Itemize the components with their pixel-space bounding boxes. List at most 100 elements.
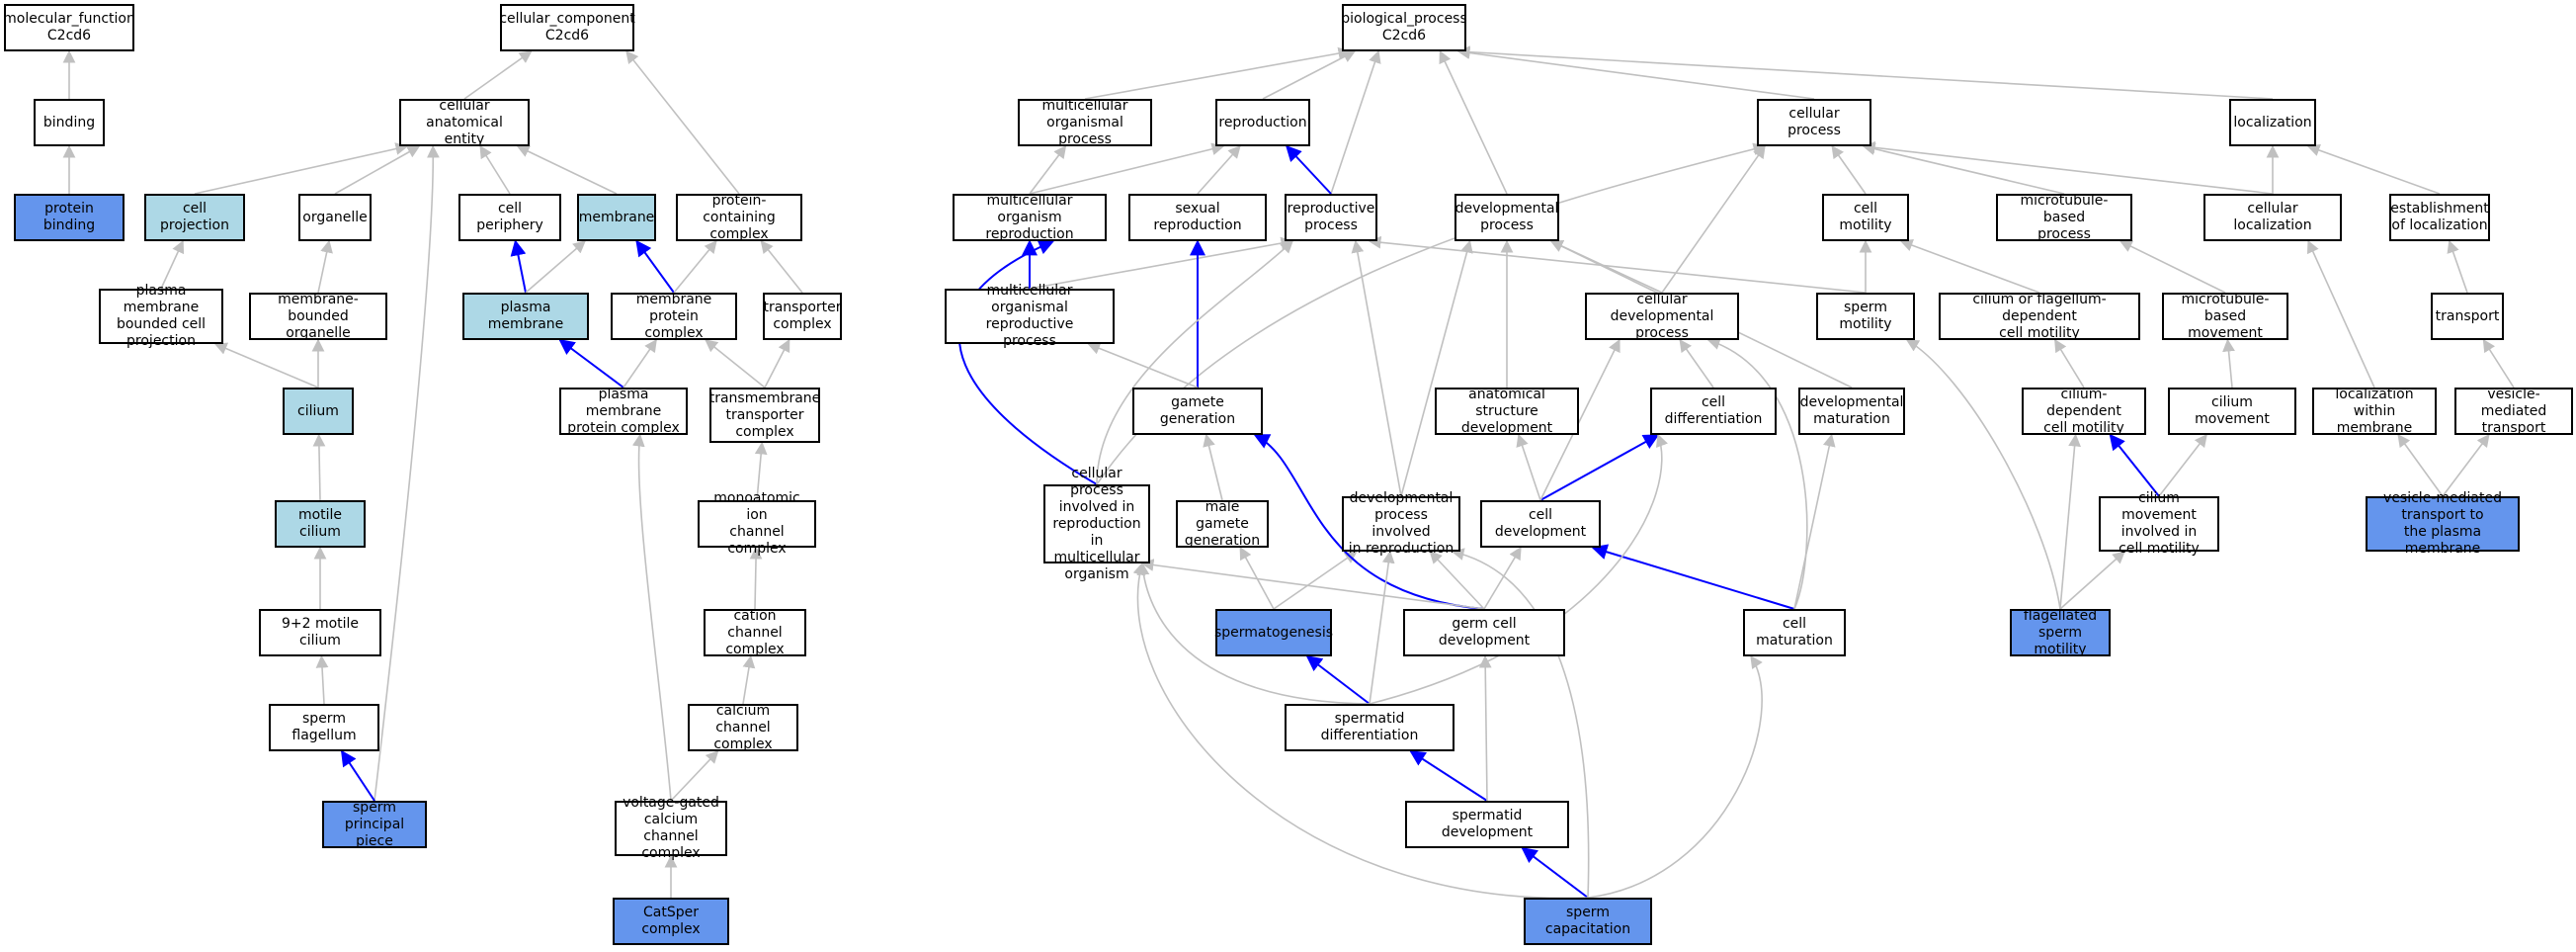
edge-microtubule_based_movement-to-microtubule_based_process [2119, 240, 2226, 294]
edge-germ_cell_development-to-gamete_generation [1253, 434, 1485, 610]
node-transporter-complex[interactable]: transporter complex [763, 293, 842, 340]
edge-sexual_reproduction-to-reproduction [1197, 145, 1241, 195]
edge-pm_protein_complex-to-plasma_membrane [558, 339, 624, 389]
node-motile-cilium[interactable]: motile cilium [275, 500, 366, 548]
node-cellular-component-root[interactable]: cellular_component C2cd6 [499, 4, 635, 51]
edge-cellular_developmental_process-to-cellular_process [1661, 144, 1766, 294]
node-microtubule-based-process[interactable]: microtubule-based process [1996, 193, 2132, 242]
node-cellular-anatomical-entity[interactable]: cellular anatomical entity [399, 98, 530, 147]
edge-vesicle_mediated_transport-to-transport [2482, 338, 2515, 389]
node-spermatid-development[interactable]: spermatid development [1405, 801, 1569, 848]
node-cell-development[interactable]: cell development [1480, 500, 1601, 548]
edge-cell_development-to-cellular_developmental_process [1539, 338, 1620, 501]
node-reproduction[interactable]: reproduction [1215, 99, 1310, 146]
node-protein-containing-complex[interactable]: protein-containing complex [676, 193, 802, 242]
edge-cellular_localization-to-cellular_process [1862, 140, 2274, 195]
node-developmental-maturation[interactable]: developmental maturation [1798, 388, 1905, 435]
edge-cilium_movement-to-microtubule_based_movement [2222, 338, 2235, 389]
node-protein-binding[interactable]: protein binding [14, 194, 125, 241]
node-sperm-capacitation[interactable]: sperm capacitation [1524, 898, 1652, 945]
edge-cell_maturation-to-developmental_maturation [1793, 433, 1836, 610]
node-cilium-or-flagellum-dependent-cell-motility[interactable]: cilium or flagellum-dependent cell motil… [1939, 292, 2140, 341]
node-plasma-membrane-bounded-cell-projection[interactable]: plasma membrane bounded cell projection [99, 283, 223, 349]
node-transport[interactable]: transport [2431, 293, 2504, 340]
edge-spermatid_differentiation-to-cell_differentiation [1369, 433, 1668, 705]
edge-protein_containing_complex-to-cc_root [625, 49, 740, 195]
node-sperm-motility[interactable]: sperm motility [1816, 293, 1915, 340]
node-calcium-channel-complex[interactable]: calcium channel complex [688, 703, 798, 752]
node-microtubule-based-movement[interactable]: microtubule-based movement [2162, 292, 2288, 341]
node-germ-cell-development[interactable]: germ cell development [1403, 609, 1565, 656]
node-male-gamete-generation[interactable]: male gamete generation [1176, 499, 1269, 549]
node-catsper-complex[interactable]: CatSper complex [613, 898, 729, 945]
node-cell-motility[interactable]: cell motility [1822, 194, 1909, 241]
edge-monoatomic_ion_channel_complex-to-tm_transporter_complex [754, 441, 768, 501]
edge-developmental_process_in_reproduction-to-developmental_process [1400, 239, 1473, 497]
node-developmental-process-involved-in-reproduction[interactable]: developmental process involved in reprod… [1342, 490, 1460, 557]
node-cellular-process[interactable]: cellular process [1757, 99, 1871, 146]
node-9-2-motile-cilium[interactable]: 9+2 motile cilium [259, 609, 381, 656]
node-localization-within-membrane[interactable]: localization within membrane [2312, 387, 2437, 436]
node-cell-periphery[interactable]: cell periphery [458, 194, 561, 241]
node-establishment-of-localization[interactable]: establishment of localization [2389, 194, 2490, 241]
edge-male_gamete_generation-to-gamete_generation [1203, 433, 1223, 501]
node-gamete-generation[interactable]: gamete generation [1132, 388, 1263, 435]
node-developmental-process[interactable]: developmental process [1454, 194, 1559, 241]
node-plasma-membrane[interactable]: plasma membrane [462, 293, 589, 340]
edge-cell_maturation-to-cell_development [1591, 544, 1795, 610]
node-membrane-bounded-organelle[interactable]: membrane-bounded organelle [249, 292, 387, 341]
edge-flagellated_sperm_motility-to-cilium_movement_in_cell_motility [2059, 551, 2125, 610]
node-cellular-process-involved-in-reproduction-in-multicellular-organism[interactable]: cellular process involved in reproductio… [1043, 466, 1150, 582]
node-multicellular-organismal-reproductive-process[interactable]: multicellular organismal reproductive pr… [945, 283, 1115, 349]
node-sperm-principal-piece[interactable]: sperm principal piece [322, 800, 427, 849]
node-biological-process-root[interactable]: biological_process C2cd6 [1341, 4, 1467, 51]
node-sexual-reproduction[interactable]: sexual reproduction [1128, 194, 1267, 241]
node-multicellular-organismal-process[interactable]: multicellular organismal process [1018, 98, 1152, 147]
edge-plasma_membrane-to-membrane [525, 240, 586, 294]
node-membrane-protein-complex[interactable]: membrane protein complex [611, 292, 737, 341]
edge-cellular_process-to-bp_root [1456, 46, 1815, 100]
node-spermatogenesis[interactable]: spermatogenesis [1214, 609, 1333, 656]
node-cilium-dependent-cell-motility[interactable]: cilium-dependent cell motility [2022, 387, 2146, 436]
node-plasma-membrane-protein-complex[interactable]: plasma membrane protein complex [559, 387, 688, 436]
node-molecular-function-root[interactable]: molecular_function C2cd6 [3, 4, 135, 51]
node-vesicle-mediated-transport[interactable]: vesicle-mediated transport [2454, 387, 2573, 436]
edge-transporter_complex-to-protein_containing_complex [760, 240, 803, 294]
node-multicellular-organism-reproduction[interactable]: multicellular organism reproduction [953, 193, 1107, 242]
node-localization[interactable]: localization [2229, 99, 2316, 146]
edge-reproductive_process-to-reproduction [1286, 144, 1332, 195]
edge-localization-to-bp_root [1456, 45, 2274, 100]
node-organelle[interactable]: organelle [298, 194, 372, 241]
edge-membrane_protein_complex-to-membrane [635, 239, 675, 294]
node-cation-channel-complex[interactable]: cation channel complex [704, 608, 806, 657]
node-flagellated-sperm-motility[interactable]: flagellated sperm motility [2010, 608, 2111, 657]
edge-cellular_anatomical_entity-to-cc_root [463, 50, 533, 100]
edge-vg_calcium_channel_complex-to-pm_protein_complex [631, 433, 672, 802]
edge-multicellular_organism_reproduction-to-reproduction [1029, 142, 1225, 195]
node-cilium-movement[interactable]: cilium movement [2168, 388, 2296, 435]
edge-vg_calcium_channel_complex-to-calcium_channel_complex [670, 750, 719, 802]
node-cell-maturation[interactable]: cell maturation [1743, 609, 1846, 656]
node-cilium[interactable]: cilium [283, 388, 354, 435]
edge-multicellular_organismal_process-to-bp_root [1084, 46, 1352, 100]
edge-membrane_bounded_organelle-to-organelle [317, 239, 333, 294]
node-cellular-localization[interactable]: cellular localization [2203, 194, 2342, 241]
node-vesicle-mediated-transport-to-the-plasma-membrane[interactable]: vesicle-mediated transport to the plasma… [2366, 490, 2520, 557]
node-cellular-developmental-process[interactable]: cellular developmental process [1585, 292, 1739, 341]
edge-transport-to-establishment_of_localization [2447, 239, 2468, 294]
node-cell-differentiation[interactable]: cell differentiation [1650, 388, 1777, 435]
node-membrane[interactable]: membrane [577, 194, 656, 241]
edge-calcium_channel_complex-to-cation_channel_complex [742, 654, 756, 705]
node-spermatid-differentiation[interactable]: spermatid differentiation [1285, 704, 1454, 751]
node-monoatomic-ion-channel-complex[interactable]: monoatomic ion channel complex [698, 490, 816, 557]
node-anatomical-structure-development[interactable]: anatomical structure development [1435, 387, 1579, 436]
node-sperm-flagellum[interactable]: sperm flagellum [269, 704, 379, 751]
edge-spermatid_differentiation-to-developmental_process_in_reproduction [1369, 550, 1395, 705]
node-transmembrane-transporter-complex[interactable]: transmembrane transporter complex [709, 388, 820, 443]
node-cilium-movement-involved-in-cell-motility[interactable]: cilium movement involved in cell motilit… [2099, 490, 2219, 557]
node-reproductive-process[interactable]: reproductive process [1285, 194, 1377, 241]
edge-flagellated_sperm_motility-to-cilium_dependent_cell_motility [2059, 433, 2081, 610]
node-voltage-gated-calcium-channel-complex[interactable]: voltage-gated calcium channel complex [615, 795, 727, 861]
node-cell-projection[interactable]: cell projection [144, 194, 245, 241]
node-binding[interactable]: binding [34, 99, 105, 146]
